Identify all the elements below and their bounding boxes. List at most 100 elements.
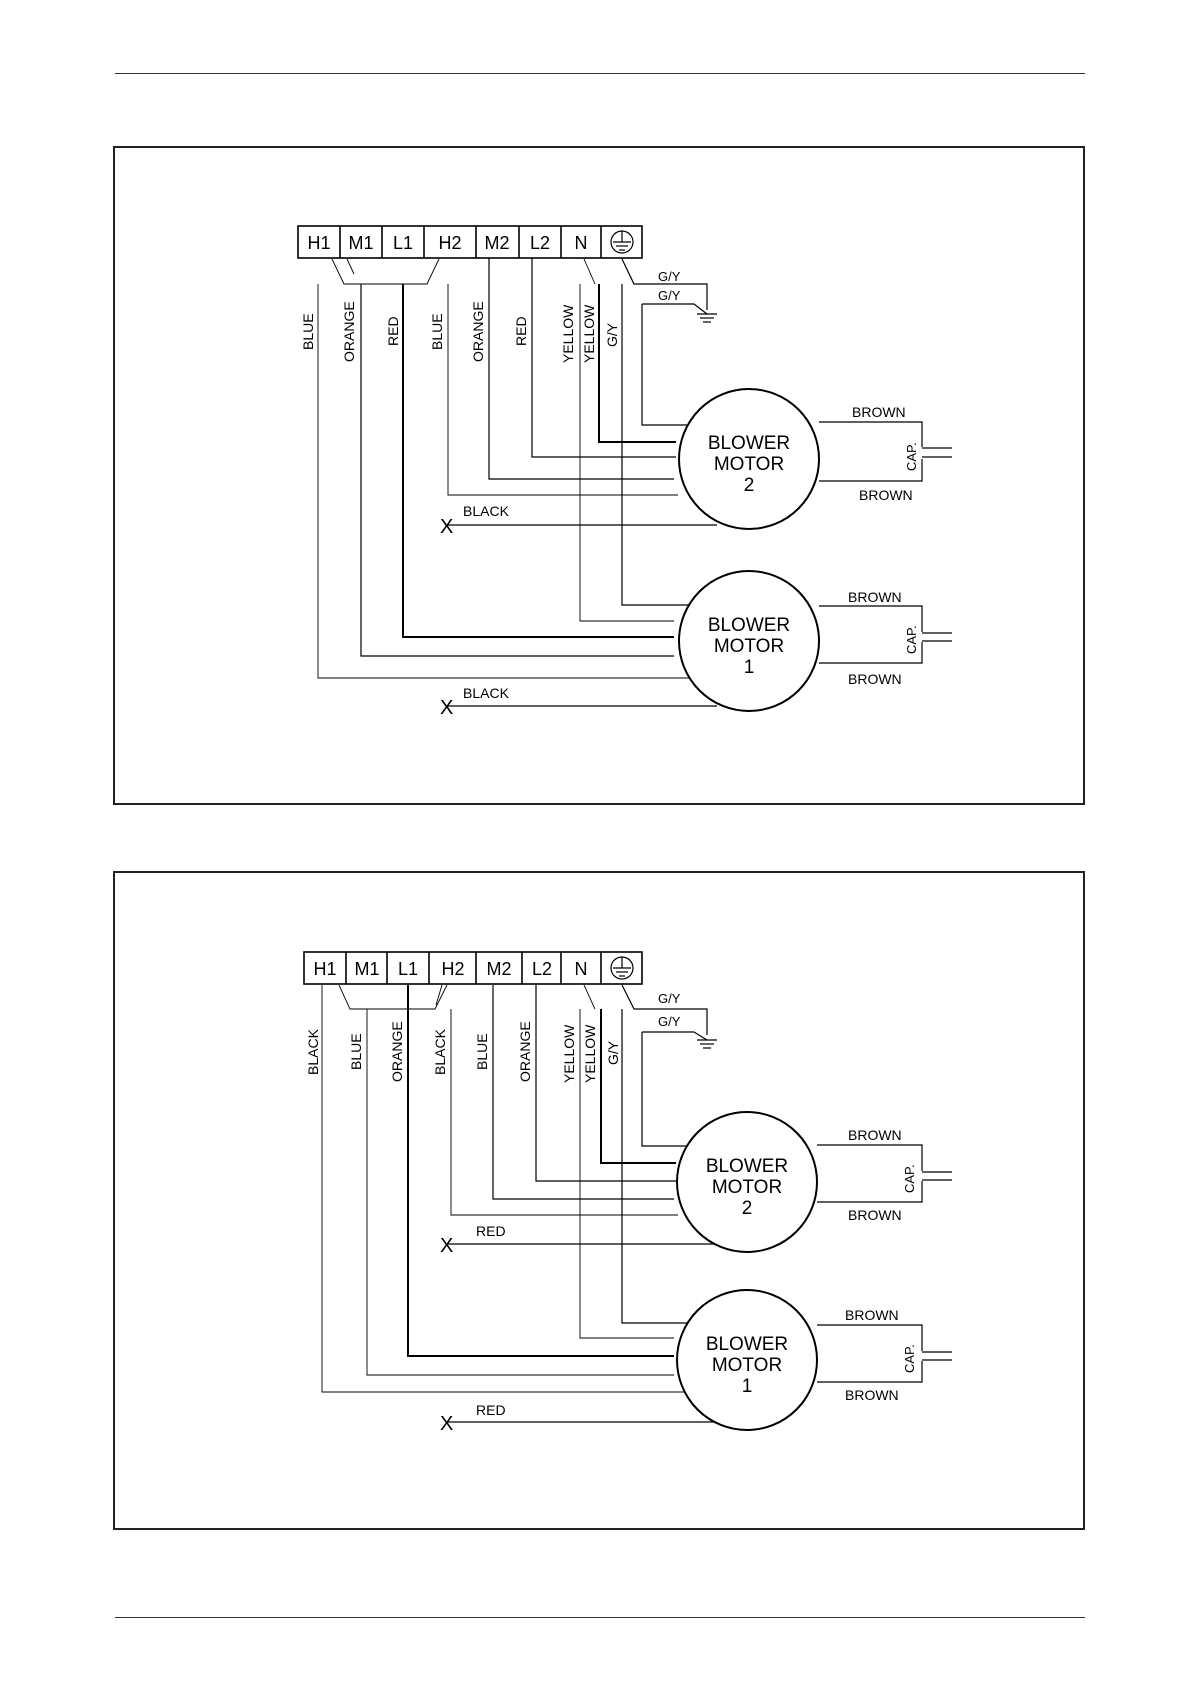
terminal-block: H1 M1 L1 H2 M2 L2 N — [297, 225, 643, 259]
wire-m1-blue — [366, 1009, 674, 1376]
terminal-l2: L2 — [530, 233, 550, 253]
wire-l1-red — [402, 284, 674, 638]
wire-label-l2: ORANGE — [517, 1021, 533, 1082]
wire-l1-orange — [407, 985, 674, 1357]
motor1-line1: BLOWER — [706, 1334, 788, 1355]
wire-label-n-1: YELLOW — [560, 304, 576, 363]
brown-label-2-bottom: BROWN — [848, 1207, 902, 1223]
wire-gy-motor2 — [641, 304, 697, 426]
brown-label-1-top: BROWN — [845, 1307, 899, 1323]
cap-label-2: CAP. — [904, 442, 919, 471]
capacitor-motor-1: CAP. BROWN BROWN — [817, 1307, 952, 1403]
blower-motor-1: BLOWER MOTOR 1 — [678, 570, 820, 712]
terminal-m1: M1 — [354, 959, 379, 979]
gy-label-bottom: G/Y — [658, 288, 681, 303]
brown-label-1-bottom: BROWN — [845, 1387, 899, 1403]
blower-motor-1: BLOWER MOTOR 1 — [676, 1289, 818, 1431]
ground-branch: G/Y G/Y — [621, 984, 717, 1049]
brown-label-2-bottom: BROWN — [859, 487, 913, 503]
wire-gy-motor1 — [621, 1009, 692, 1324]
jumper-l1-bridge — [435, 984, 443, 1006]
wire-label-m1: ORANGE — [341, 301, 357, 362]
terminal-h2: H2 — [441, 959, 464, 979]
unused-mark-1: X — [440, 516, 453, 538]
cap-label-2: CAP. — [902, 1164, 917, 1193]
jumper-n — [583, 984, 596, 1010]
blower-motor-2: BLOWER MOTOR 2 — [676, 1111, 818, 1253]
brown-label-2-top: BROWN — [848, 1127, 902, 1143]
terminal-l1: L1 — [393, 233, 413, 253]
wire-label-n-2: YELLOW — [582, 1024, 598, 1083]
capacitor-motor-1: CAP. BROWN BROWN — [819, 589, 952, 687]
wire-label-n-1: YELLOW — [561, 1024, 577, 1083]
cap-label-1: CAP. — [902, 1344, 917, 1373]
wire-n-yellow-1 — [579, 284, 674, 622]
wire-n-yellow-2 — [598, 284, 676, 443]
motor2-line2: MOTOR — [712, 1177, 782, 1198]
terminal-m2: M2 — [484, 233, 509, 253]
wire-h1-blue — [317, 284, 694, 679]
wire-h1-black — [321, 985, 694, 1393]
terminal-h1: H1 — [313, 959, 336, 979]
wire-label-h2: BLUE — [429, 313, 445, 350]
brown-label-1-top: BROWN — [848, 589, 902, 605]
protective-earth-icon — [610, 230, 634, 254]
brown-label-1-bottom: BROWN — [848, 671, 902, 687]
wire-gy-motor2 — [641, 1032, 697, 1147]
brown-label-2-top: BROWN — [852, 404, 906, 420]
wire-label-m2: ORANGE — [470, 301, 486, 362]
wiring-diagram-1: H1 M1 L1 H2 M2 L2 N G/Y G/Y — [297, 225, 952, 719]
blower-motor-2: BLOWER MOTOR 2 — [678, 388, 820, 530]
unused-mark-1: X — [440, 1235, 453, 1257]
gy-label-top: G/Y — [658, 269, 681, 284]
motor1-number: 1 — [744, 657, 755, 678]
cap-label-1: CAP. — [904, 625, 919, 654]
header-rule — [115, 73, 1085, 74]
unused-wire-label-1: BLACK — [463, 503, 510, 519]
motor2-line1: BLOWER — [708, 433, 790, 454]
wire-n-yellow-2 — [600, 1009, 676, 1164]
wire-label-h1: BLUE — [300, 313, 316, 350]
wiring-diagram-panel-2: H1 M1 L1 H2 M2 L2 N G/Y G/Y BLACK BL — [113, 871, 1085, 1530]
wire-m2-orange — [488, 258, 674, 480]
wire-label-h1: BLACK — [305, 1028, 321, 1075]
terminal-h1: H1 — [307, 233, 330, 253]
wire-l2-orange — [535, 985, 676, 1182]
gy-label-bottom: G/Y — [658, 1014, 681, 1029]
motor2-number: 2 — [744, 475, 755, 496]
ground-branch: G/Y G/Y — [621, 258, 717, 323]
motor2-number: 2 — [742, 1198, 753, 1219]
wiring-diagram-2: H1 M1 L1 H2 M2 L2 N G/Y G/Y BLACK BL — [303, 951, 952, 1435]
jumper-m1-bridge — [346, 258, 355, 275]
wire-label-l1: ORANGE — [389, 1021, 405, 1082]
wire-n-yellow-1 — [579, 1009, 674, 1339]
gy-label-top: G/Y — [658, 991, 681, 1006]
jumper-n — [583, 258, 596, 285]
capacitor-motor-2: CAP. BROWN BROWN — [819, 404, 952, 503]
wire-label-n-2: YELLOW — [581, 304, 597, 363]
wire-gy-motor1 — [621, 284, 692, 606]
motor2-line2: MOTOR — [714, 454, 784, 475]
protective-earth-icon — [610, 956, 634, 980]
capacitor-motor-2: CAP. BROWN BROWN — [817, 1127, 952, 1223]
motor1-line2: MOTOR — [714, 636, 784, 657]
terminal-n: N — [575, 233, 588, 253]
terminal-m2: M2 — [486, 959, 511, 979]
terminal-l1: L1 — [398, 959, 418, 979]
motor1-line1: BLOWER — [708, 615, 790, 636]
motor2-line1: BLOWER — [706, 1156, 788, 1177]
terminal-l2: L2 — [532, 959, 552, 979]
wire-m2-blue — [492, 985, 674, 1200]
wire-m1-orange — [360, 284, 674, 657]
wire-label-gy: G/Y — [604, 322, 620, 347]
wiring-diagram-panel-1: H1 M1 L1 H2 M2 L2 N G/Y G/Y — [113, 146, 1085, 805]
wire-label-m2: BLUE — [474, 1033, 490, 1070]
terminal-block: H1 M1 L1 H2 M2 L2 N — [303, 951, 643, 985]
footer-rule — [115, 1617, 1085, 1618]
unused-wire-label-1: RED — [476, 1223, 506, 1239]
wire-h2-black — [450, 1009, 678, 1216]
terminal-n: N — [575, 959, 588, 979]
wire-label-l2: RED — [513, 316, 529, 346]
jumper-h1-h2 — [338, 984, 448, 1010]
motor1-line2: MOTOR — [712, 1355, 782, 1376]
